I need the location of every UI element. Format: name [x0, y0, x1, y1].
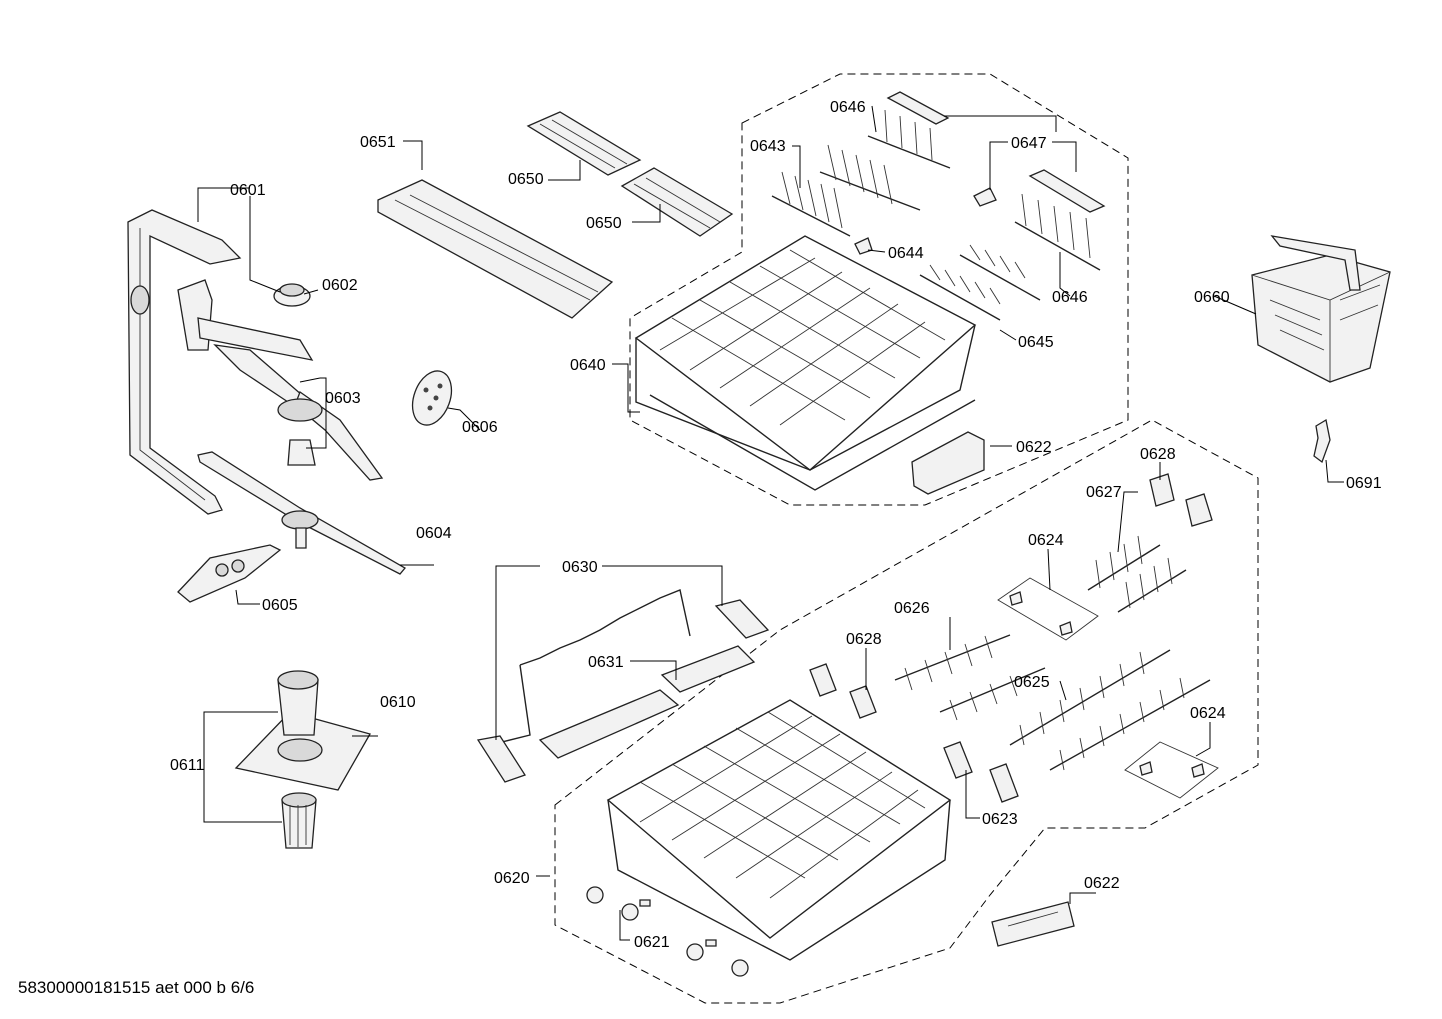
- label-0646-right: 0646: [1052, 289, 1088, 306]
- label-0643: 0643: [750, 138, 786, 155]
- label-0621: 0621: [634, 934, 670, 951]
- label-0602: 0602: [322, 277, 358, 294]
- spray-arm-feed-pipe: [127, 209, 242, 515]
- rack-clips-mid: [809, 663, 877, 719]
- cylinder-filter: [281, 792, 317, 849]
- rack-wire-0630: [476, 589, 770, 783]
- label-0604: 0604: [416, 525, 452, 542]
- label-0606: 0606: [462, 419, 498, 436]
- label-0623: 0623: [982, 811, 1018, 828]
- label-0646-top: 0646: [830, 99, 866, 116]
- folding-tines-rear: [819, 144, 921, 211]
- label-0626: 0626: [894, 600, 930, 617]
- basket-handle-lower: [991, 901, 1075, 947]
- label-0620: 0620: [494, 870, 530, 887]
- leader-lines: [197, 105, 1344, 941]
- tine-clip-left: [854, 237, 873, 255]
- folding-tines-0626: [894, 634, 1046, 721]
- label-0650-top: 0650: [508, 171, 544, 188]
- tine-clip-right: [973, 187, 997, 207]
- label-0624-top: 0624: [1028, 532, 1064, 549]
- rack-clips-0623: [943, 741, 1019, 803]
- label-0622-upper: 0622: [1016, 439, 1052, 456]
- spike-rack: [919, 244, 1041, 321]
- rack-clips-right: [1149, 473, 1213, 527]
- label-0624-bottom: 0624: [1190, 705, 1226, 722]
- folding-tines-right: [1014, 169, 1106, 271]
- label-0605: 0605: [262, 597, 298, 614]
- cutlery-drawer: [377, 179, 614, 319]
- label-0630: 0630: [562, 559, 598, 576]
- nozzle-hub: [273, 283, 311, 307]
- lower-basket: [606, 699, 952, 961]
- label-0631: 0631: [588, 654, 624, 671]
- flat-filter: [234, 670, 371, 791]
- folding-tines-0625: [1009, 649, 1211, 771]
- tine-holders-0624-bottom: [1124, 741, 1219, 799]
- upper-spray-arm: [177, 279, 384, 481]
- lower-rack-group-outline: [554, 419, 1259, 1004]
- label-0622-lower: 0622: [1084, 875, 1120, 892]
- label-0647: 0647: [1011, 135, 1047, 152]
- label-0644: 0644: [888, 245, 924, 262]
- label-0651: 0651: [360, 134, 396, 151]
- label-0628-mid: 0628: [846, 631, 882, 648]
- label-0628-right: 0628: [1140, 446, 1176, 463]
- cutlery-tray-upper: [526, 111, 642, 176]
- upper-basket: [634, 235, 977, 491]
- cutlery-tray-lower: [620, 167, 734, 237]
- cutlery-basket: [1251, 235, 1391, 383]
- label-0650-bottom: 0650: [586, 215, 622, 232]
- label-0610: 0610: [380, 694, 416, 711]
- float-disc: [411, 370, 453, 426]
- label-0640: 0640: [570, 357, 606, 374]
- rail-bracket: [1313, 418, 1331, 464]
- label-0691: 0691: [1346, 475, 1382, 492]
- tray-0631: [538, 645, 756, 759]
- label-0611: 0611: [170, 757, 205, 774]
- lower-spray-arm: [197, 451, 406, 575]
- basket-rollers: [586, 886, 749, 977]
- label-0603: 0603: [325, 390, 361, 407]
- sieve-cover: [177, 544, 282, 603]
- label-0660: 0660: [1194, 289, 1230, 306]
- folding-tines-0627: [1087, 535, 1187, 613]
- upper-rack-group-outline: [629, 73, 1129, 506]
- label-0625: 0625: [1014, 674, 1050, 691]
- document-id: 58300000181515 aet 000 b 6/6: [18, 978, 255, 997]
- basket-handle-upper: [911, 431, 985, 495]
- cup-rack-tines: [771, 171, 851, 237]
- label-0645: 0645: [1018, 334, 1054, 351]
- folding-tines-top: [867, 91, 951, 169]
- tine-holders-0624-top: [997, 577, 1099, 641]
- label-0601: 0601: [230, 182, 266, 199]
- label-0627: 0627: [1086, 484, 1122, 501]
